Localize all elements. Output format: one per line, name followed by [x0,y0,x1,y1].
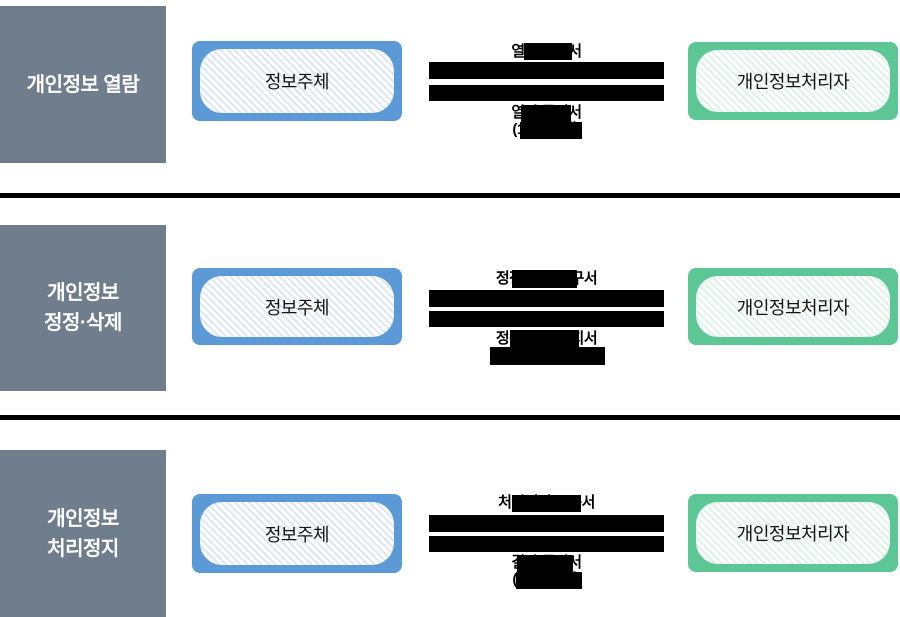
subject-node: 정보주체 [192,494,402,573]
redacted-arrow-bar [429,515,664,532]
redaction-bar [490,347,605,365]
category-box-suspension: 개인정보 처리정지 [0,450,166,617]
category-box-correction: 개인정보 정정·삭제 [0,225,166,391]
redacted-arrow-bar [429,62,664,79]
row-divider [0,193,900,198]
redaction-bar [516,572,582,589]
redaction-bar [521,105,571,122]
redacted-arrow-bar [429,311,664,327]
processor-node: 개인정보처리자 [688,268,898,345]
category-box-access: 개인정보 열람 [0,6,166,163]
subject-node-label: 정보주체 [200,49,394,113]
subject-node-label: 정보주체 [200,276,394,337]
processor-node-label: 개인정보처리자 [696,502,890,564]
processor-node-label: 개인정보처리자 [696,276,890,337]
redaction-bar [517,555,573,572]
row-divider [0,415,900,420]
processor-node: 개인정보처리자 [688,494,898,572]
processor-node: 개인정보처리자 [688,42,898,120]
redacted-arrow-bar [429,290,664,307]
redaction-bar [510,330,579,347]
redaction-bar [512,495,581,512]
redaction-bar [524,43,572,60]
subject-node: 정보주체 [192,268,402,345]
subject-node-label: 정보주체 [200,502,394,565]
processor-node-label: 개인정보처리자 [696,50,890,112]
redacted-arrow-bar [429,85,664,101]
redacted-arrow-bar [429,536,664,552]
redaction-bar [512,270,577,288]
subject-node: 정보주체 [192,41,402,121]
redaction-bar [520,122,582,139]
